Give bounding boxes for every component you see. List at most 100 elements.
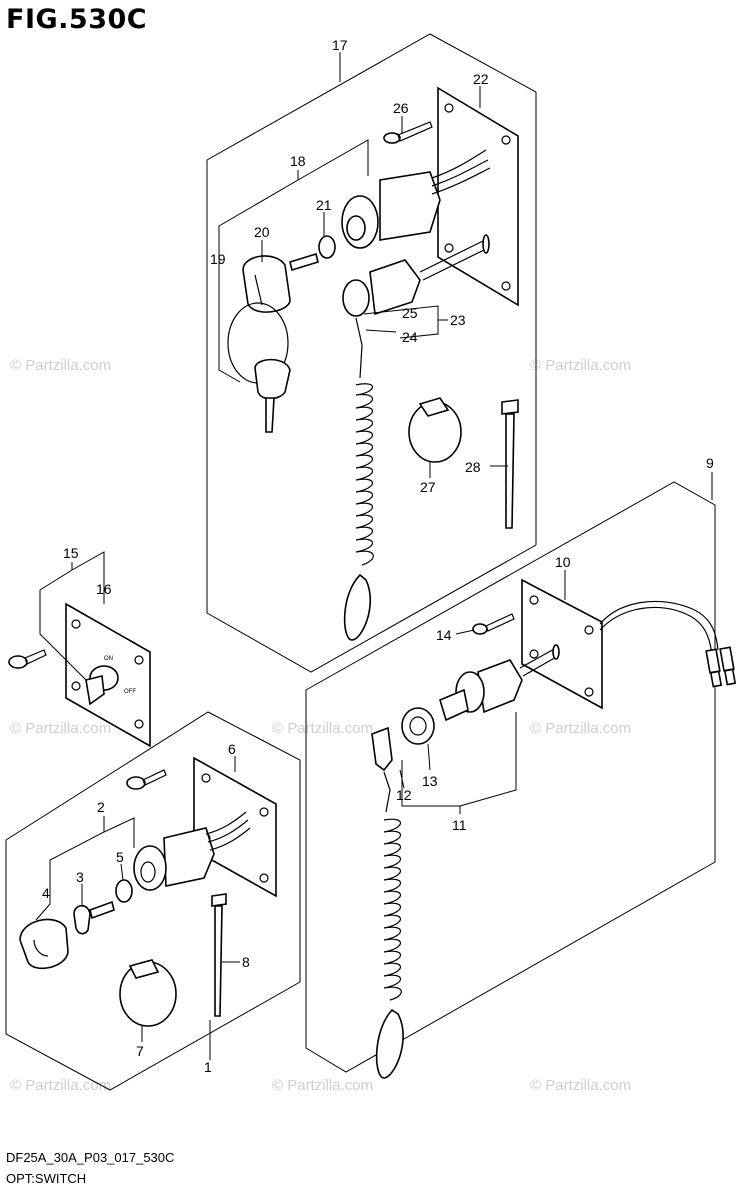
screw-15 [8,649,47,669]
callout-14: 14 [436,627,452,643]
callout-23: 23 [450,312,466,328]
screw-14 [472,613,515,635]
callout-13: 13 [422,773,438,789]
watermark: © Partzilla.com [530,357,631,374]
callout-17: 17 [332,37,348,53]
key-switch-2 [133,811,251,891]
leader [71,551,105,604]
callout-12: 12 [396,787,412,803]
plate-hole [259,807,269,817]
callout-3: 3 [76,869,84,885]
on-label: ON [104,656,113,662]
wire-harness [599,600,737,688]
cap-7 [119,959,177,1027]
cap-20 [242,255,291,313]
kit-9-frame [305,481,716,1073]
plate-hole [584,687,594,697]
plate-hole [259,873,269,883]
callout-6: 6 [228,741,236,757]
callout-19: 19 [210,251,226,267]
cable-tie-8 [211,893,227,1017]
kit-17-frame [206,33,537,673]
nut-5 [115,879,133,903]
callout-27: 27 [420,479,436,495]
leader [427,743,431,771]
plate-hole [501,135,511,145]
leader [459,712,517,807]
callout-24: 24 [402,329,418,345]
cap-27 [408,397,462,463]
watermark: © Partzilla.com [10,720,111,737]
key-3 [73,900,115,935]
screw-26 [383,121,433,144]
screw [126,769,167,790]
watermark: © Partzilla.com [530,720,631,737]
plate-hole [584,625,594,635]
callout-28: 28 [465,459,481,475]
off-label: OFF [124,689,136,695]
callout-5: 5 [116,849,124,865]
mounting-plate-6 [193,756,277,898]
leader [365,329,397,333]
callout-7: 7 [136,1043,144,1059]
watermark: © Partzilla.com [10,1077,111,1094]
callout-25: 25 [402,305,418,321]
leader [35,816,105,921]
cap-4 [19,918,69,970]
plate-hole [501,281,511,291]
callout-11: 11 [452,817,467,833]
plate-hole [134,719,144,729]
watermark: © Partzilla.com [10,357,111,374]
callout-22: 22 [473,71,489,87]
figure-code: DF25A_30A_P03_017_530C [6,1150,175,1165]
callout-18: 18 [290,153,306,169]
plate-hole [444,243,454,253]
watermark: © Partzilla.com [530,1077,631,1094]
callout-26: 26 [393,100,409,116]
plate-hole [134,655,144,665]
toggle-switch-16: ON OFF [85,656,136,706]
leader [39,562,87,681]
nut-13 [401,707,435,745]
callout-1: 1 [204,1059,212,1075]
callout-10: 10 [555,554,571,570]
callout-8: 8 [242,954,250,970]
watermark: © Partzilla.com [272,1077,373,1094]
leader [401,760,461,814]
plate-hole [444,103,454,113]
plate-hole [71,619,81,629]
figure-title: FIG.530C [6,4,148,35]
stop-switch-11 [439,644,560,722]
callout-2: 2 [97,799,105,815]
cable-tie-28 [501,399,519,529]
mounting-plate-22 [437,86,519,307]
stop-switch-23 [342,234,490,317]
callout-21: 21 [316,197,332,213]
watermark: © Partzilla.com [272,720,373,737]
leader [399,769,405,789]
leader [120,863,124,881]
leader [103,817,135,848]
plate-hole [529,649,539,659]
kit-1-frame [5,711,301,1091]
watermarks: © Partzilla.com © Partzilla.com © Partzi… [10,357,631,1094]
plate-hole [71,681,81,691]
key-switch-18 [341,149,491,249]
leader [218,170,299,383]
leader [297,139,369,181]
callout-16: 16 [96,581,112,597]
plate-hole [529,595,539,605]
key-19 [227,252,319,433]
plate-hole [201,773,211,783]
callout-15: 15 [63,545,79,561]
leader [455,629,475,635]
figure-subtitle: OPT:SWITCH [6,1171,87,1186]
callout-4: 4 [42,885,50,901]
mounting-plate-10 [521,578,603,710]
nut-21 [318,235,336,259]
callout-20: 20 [254,224,270,240]
lanyard-cord [343,317,374,641]
lanyard-cord-12 [371,726,404,1079]
callout-9: 9 [706,455,714,471]
